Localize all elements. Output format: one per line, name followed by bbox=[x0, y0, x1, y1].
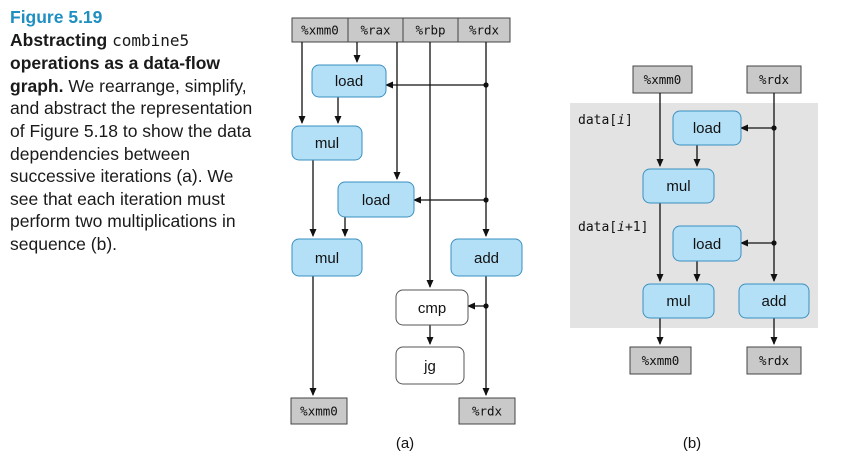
b-op-load-1: load bbox=[672, 110, 742, 146]
b-reg-rdx-top: %rdx bbox=[746, 65, 802, 94]
svg-text:%xmm0: %xmm0 bbox=[644, 72, 682, 87]
svg-text:cmp: cmp bbox=[418, 300, 446, 317]
svg-text:load: load bbox=[693, 236, 721, 253]
b-reg-xmm0-top: %xmm0 bbox=[632, 65, 693, 94]
diagram-a-top-registers: %xmm0 %rax %rbp %rdx bbox=[291, 17, 511, 43]
svg-text:load: load bbox=[693, 120, 721, 137]
b-op-mul-2: mul bbox=[642, 283, 715, 319]
diagram-a: %xmm0 %rax %rbp %rdx bbox=[290, 17, 523, 452]
a-junction-dot-2 bbox=[483, 197, 489, 203]
b-reg-rdx-bottom: %rdx bbox=[746, 346, 802, 375]
svg-text:%rdx: %rdx bbox=[759, 353, 790, 368]
a-reg-rax-top: %rax bbox=[360, 23, 391, 38]
b-data-label-i-plus-1: data[i+1] bbox=[578, 220, 648, 235]
svg-text:jg: jg bbox=[423, 358, 436, 375]
figure-label: Figure 5.19 bbox=[10, 7, 103, 27]
a-op-cmp: cmp bbox=[395, 289, 469, 326]
figure-caption: Figure 5.19 Abstracting combine5 operati… bbox=[10, 6, 265, 256]
a-op-load-2: load bbox=[337, 181, 415, 218]
svg-text:add: add bbox=[474, 250, 499, 267]
svg-text:%xmm0: %xmm0 bbox=[300, 404, 338, 419]
a-op-mul-1: mul bbox=[291, 125, 363, 161]
svg-text:load: load bbox=[335, 73, 363, 90]
b-junction-dot-1 bbox=[771, 125, 777, 131]
b-op-load-2: load bbox=[672, 225, 742, 262]
svg-text:%rdx: %rdx bbox=[759, 72, 790, 87]
svg-text:load: load bbox=[362, 192, 390, 209]
a-reg-xmm0-top: %xmm0 bbox=[301, 23, 339, 38]
svg-text:mul: mul bbox=[315, 135, 339, 152]
diagram-a-edges bbox=[298, 42, 490, 396]
caption-body: We rearrange, simplify, and abstract the… bbox=[10, 75, 253, 254]
diagram-a-sublabel: (a) bbox=[396, 435, 414, 452]
a-reg-rdx-top: %rdx bbox=[469, 23, 500, 38]
caption-title: Abstracting combine5 operations as a dat… bbox=[10, 29, 221, 96]
a-op-add: add bbox=[450, 238, 523, 277]
b-op-mul-1: mul bbox=[642, 168, 715, 204]
b-data-label-i: data[i] bbox=[578, 113, 633, 128]
a-reg-rbp-top: %rbp bbox=[415, 23, 445, 38]
a-reg-xmm0-bottom: %xmm0 bbox=[290, 397, 348, 425]
svg-text:add: add bbox=[761, 293, 786, 310]
svg-text:%xmm0: %xmm0 bbox=[642, 353, 680, 368]
svg-text:mul: mul bbox=[666, 178, 690, 195]
b-reg-xmm0-bottom: %xmm0 bbox=[629, 346, 692, 375]
a-junction-dot-3 bbox=[483, 303, 489, 309]
b-op-add: add bbox=[738, 283, 810, 319]
a-junction-dot-1 bbox=[483, 82, 489, 88]
a-op-load-1: load bbox=[311, 64, 387, 98]
a-op-jg: jg bbox=[395, 346, 465, 385]
a-reg-rdx-bottom: %rdx bbox=[458, 397, 516, 425]
a-op-mul-2: mul bbox=[291, 238, 363, 277]
diagram-b-sublabel: (b) bbox=[683, 435, 701, 452]
svg-text:mul: mul bbox=[315, 250, 339, 267]
svg-text:%rdx: %rdx bbox=[472, 404, 503, 419]
svg-text:mul: mul bbox=[666, 293, 690, 310]
diagram-b-edges bbox=[656, 93, 778, 345]
diagram-b: %xmm0 %rdx data[i] data[i+1] bbox=[570, 65, 818, 452]
b-junction-dot-2 bbox=[771, 240, 777, 246]
caption-code: combine5 bbox=[112, 30, 190, 50]
